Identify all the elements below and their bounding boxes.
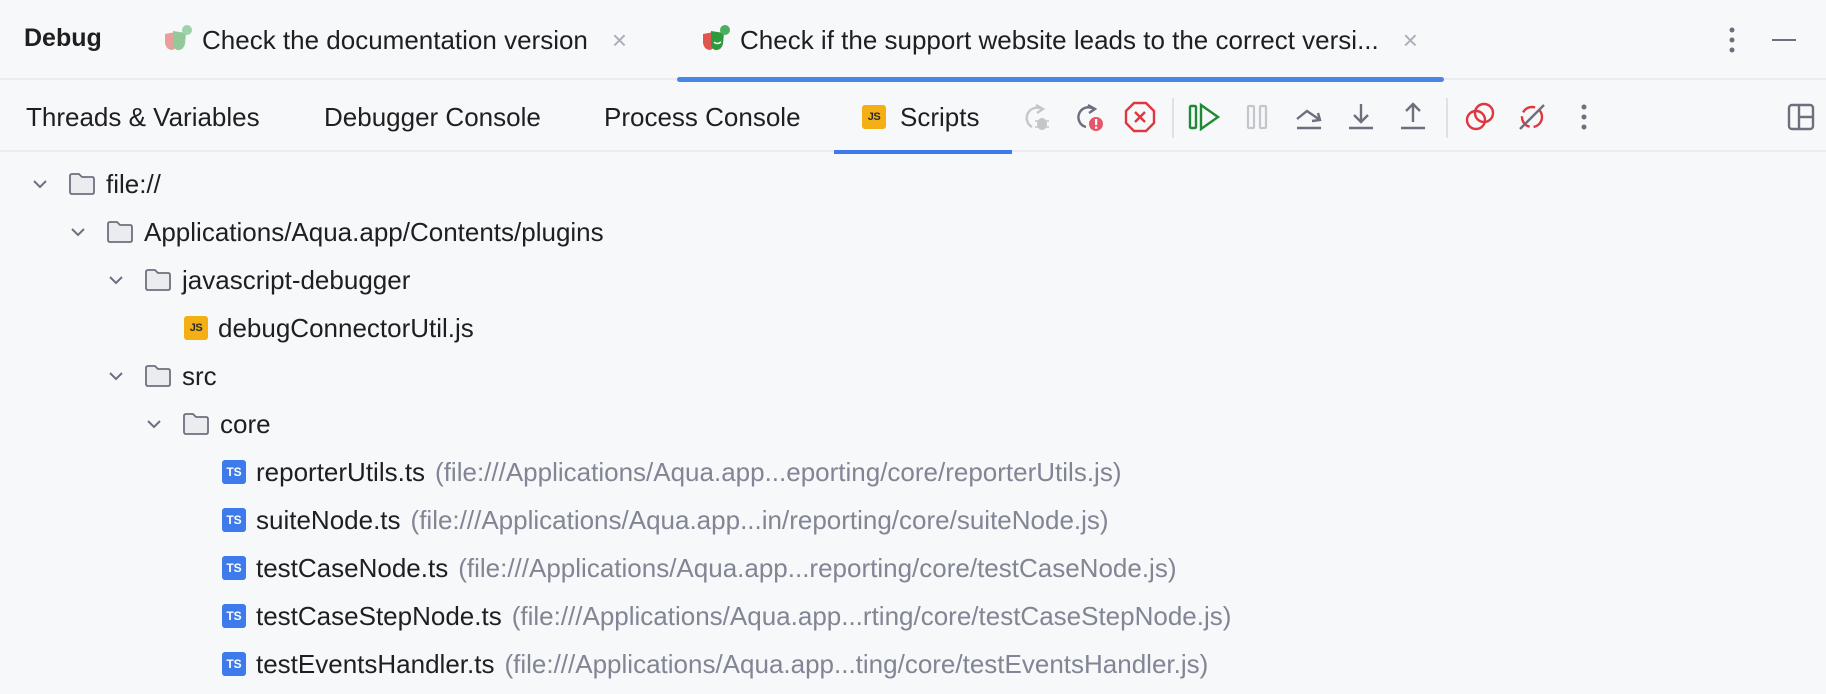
mute-breakpoints-button[interactable] xyxy=(1514,99,1550,135)
folder-icon xyxy=(145,365,171,387)
folder-icon xyxy=(145,269,171,291)
folder-icon xyxy=(183,413,209,435)
tab-label: Debugger Console xyxy=(324,101,541,132)
test-masks-icon xyxy=(703,25,730,51)
tree-node-label: javascript-debugger xyxy=(182,264,411,295)
run-tab-label: Check the documentation version xyxy=(202,24,588,55)
tab-label: Scripts xyxy=(900,101,980,132)
tab-label: Process Console xyxy=(604,101,801,132)
tree-node-label: suiteNode.ts xyxy=(256,504,401,535)
tree-node-path: (file:///Applications/Aqua.app...reporti… xyxy=(458,552,1177,583)
layout-button[interactable] xyxy=(1783,99,1819,135)
run-tab-label: Check if the support website leads to th… xyxy=(740,24,1379,55)
tree-node-folder[interactable]: Applications/Aqua.app/Contents/plugins xyxy=(68,208,604,256)
tab-process-console[interactable]: Process Console xyxy=(604,82,801,152)
chevron-down-icon[interactable] xyxy=(30,174,50,194)
tab-scripts[interactable]: JS Scripts xyxy=(834,82,1012,154)
toolbar-separator xyxy=(1446,98,1448,138)
typescript-file-icon: TS xyxy=(222,556,246,580)
rerun-failed-icon xyxy=(1077,103,1103,131)
debug-tool-window-header: Debug Check the documentation version × … xyxy=(0,0,1826,82)
chevron-down-icon[interactable] xyxy=(106,270,126,290)
rerun-bug-icon xyxy=(1025,103,1049,130)
tree-node-path: (file:///Applications/Aqua.app...ting/co… xyxy=(504,648,1209,679)
typescript-file-icon: TS xyxy=(222,652,246,676)
tree-node-file[interactable]: TS reporterUtils.ts (file:///Application… xyxy=(222,448,1121,496)
tree-node-label: core xyxy=(220,408,271,439)
toolbar-separator xyxy=(1172,98,1174,138)
tree-node-file[interactable]: TS testCaseNode.ts (file:///Applications… xyxy=(222,544,1176,592)
chevron-down-icon[interactable] xyxy=(144,414,164,434)
resume-button[interactable] xyxy=(1186,99,1222,135)
rerun-debug-button[interactable] xyxy=(1019,99,1055,135)
tree-node-folder[interactable]: src xyxy=(106,352,217,400)
more-vertical-icon xyxy=(1581,104,1587,130)
tree-node-path: (file:///Applications/Aqua.app...rting/c… xyxy=(511,600,1232,631)
step-out-button[interactable] xyxy=(1395,99,1431,135)
chevron-down-icon[interactable] xyxy=(68,222,88,242)
resume-icon xyxy=(1188,102,1221,132)
tree-node-label: debugConnectorUtil.js xyxy=(218,312,474,343)
close-icon[interactable]: × xyxy=(1402,25,1418,55)
pause-icon xyxy=(1246,104,1268,130)
run-tab-documentation-version[interactable]: Check the documentation version × xyxy=(162,0,627,80)
tree-node-label: testEventsHandler.ts xyxy=(256,648,495,679)
tree-node-label: reporterUtils.ts xyxy=(256,456,426,487)
folder-icon xyxy=(107,221,133,243)
tree-node-file[interactable]: TS testEventsHandler.ts (file:///Applica… xyxy=(222,640,1208,688)
tree-node-file[interactable]: TS testCaseStepNode.ts (file:///Applicat… xyxy=(222,592,1231,640)
view-breakpoints-icon xyxy=(1465,102,1495,131)
javascript-file-icon: JS xyxy=(862,105,886,129)
tool-window-title: Debug xyxy=(24,24,102,52)
stop-button[interactable] xyxy=(1122,99,1158,135)
folder-icon xyxy=(69,173,95,195)
minimize-icon[interactable] xyxy=(1772,39,1796,41)
view-breakpoints-button[interactable] xyxy=(1462,99,1498,135)
tree-node-path: (file:///Applications/Aqua.app...eportin… xyxy=(435,456,1122,487)
step-over-icon xyxy=(1296,109,1322,130)
tree-node-file[interactable]: JS debugConnectorUtil.js xyxy=(184,304,474,352)
tree-node-label: Applications/Aqua.app/Contents/plugins xyxy=(144,216,604,247)
tree-node-label: testCaseNode.ts xyxy=(256,552,449,583)
tree-node-file[interactable]: TS suiteNode.ts (file:///Applications/Aq… xyxy=(222,496,1109,544)
pause-button[interactable] xyxy=(1239,99,1275,135)
chevron-down-icon[interactable] xyxy=(106,366,126,386)
run-tab-support-website[interactable]: Check if the support website leads to th… xyxy=(677,0,1444,82)
typescript-file-icon: TS xyxy=(222,460,246,484)
close-icon[interactable]: × xyxy=(611,25,628,55)
tree-node-path: (file:///Applications/Aqua.app...in/repo… xyxy=(410,504,1109,535)
tree-node-folder[interactable]: javascript-debugger xyxy=(106,256,410,304)
tab-debugger-console[interactable]: Debugger Console xyxy=(324,82,541,152)
step-over-button[interactable] xyxy=(1291,99,1327,135)
typescript-file-icon: TS xyxy=(222,604,246,628)
step-into-button[interactable] xyxy=(1343,99,1379,135)
tree-node-folder[interactable]: file:// xyxy=(30,160,161,208)
rerun-failed-button[interactable] xyxy=(1071,99,1107,135)
active-tab-indicator xyxy=(677,77,1444,82)
tree-node-folder[interactable]: core xyxy=(144,400,271,448)
tree-node-label: src xyxy=(182,360,217,391)
tree-node-label: file:// xyxy=(106,168,161,199)
mute-breakpoints-icon xyxy=(1519,104,1545,130)
test-masks-icon xyxy=(165,25,192,51)
tree-node-label: testCaseStepNode.ts xyxy=(256,600,502,631)
more-vertical-icon[interactable] xyxy=(1722,24,1742,56)
tab-threads-variables[interactable]: Threads & Variables xyxy=(26,82,260,152)
layout-icon xyxy=(1787,103,1815,131)
more-actions-button[interactable] xyxy=(1566,99,1602,135)
typescript-file-icon: TS xyxy=(222,508,246,532)
stop-icon xyxy=(1124,101,1156,133)
step-out-icon xyxy=(1401,102,1425,130)
javascript-file-icon: JS xyxy=(184,316,208,340)
tab-label: Threads & Variables xyxy=(26,101,260,132)
step-into-icon xyxy=(1349,104,1373,130)
debugger-toolbar-row: Threads & Variables Debugger Console Pro… xyxy=(0,82,1826,154)
